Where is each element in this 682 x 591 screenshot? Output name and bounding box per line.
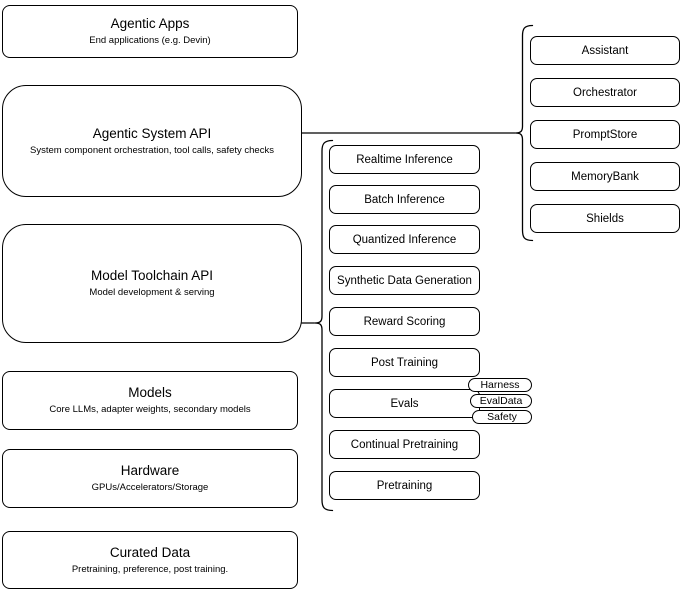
pill-safety: Safety xyxy=(472,410,532,424)
node-title: Curated Data xyxy=(109,544,191,560)
node-label: Shields xyxy=(586,212,624,225)
node-subtitle: Pretraining, preference, post training. xyxy=(71,563,229,575)
node-models: Models Core LLMs, adapter weights, secon… xyxy=(2,371,298,430)
node-title: Agentic Apps xyxy=(110,16,190,31)
node-realtime-inference: Realtime Inference xyxy=(329,145,480,174)
node-label: MemoryBank xyxy=(571,170,639,183)
node-agentic-system-api: Agentic System API System component orch… xyxy=(2,85,302,197)
node-label: Continual Pretraining xyxy=(350,438,459,451)
node-label: Realtime Inference xyxy=(356,153,453,166)
node-orchestrator: Orchestrator xyxy=(530,78,680,107)
node-title: Agentic System API xyxy=(92,125,212,141)
node-label: Reward Scoring xyxy=(363,315,446,328)
node-reward-scoring: Reward Scoring xyxy=(329,307,480,336)
node-subtitle: Model development & serving xyxy=(89,287,215,298)
node-shields: Shields xyxy=(530,204,680,233)
node-label: Post Training xyxy=(370,356,439,369)
node-label: Evals xyxy=(390,397,419,410)
node-continual-pretraining: Continual Pretraining xyxy=(329,430,480,459)
pill-label: Harness xyxy=(480,379,520,391)
node-model-toolchain-api: Model Toolchain API Model development & … xyxy=(2,224,302,343)
node-promptstore: PromptStore xyxy=(530,120,680,149)
node-curated-data: Curated Data Pretraining, preference, po… xyxy=(2,531,298,589)
node-memorybank: MemoryBank xyxy=(530,162,680,191)
pill-label: EvalData xyxy=(479,395,523,407)
node-subtitle: End applications (e.g. Devin) xyxy=(89,35,211,46)
node-title: Hardware xyxy=(120,463,180,478)
node-title: Models xyxy=(128,385,172,400)
node-label: Assistant xyxy=(581,44,629,57)
node-label: PromptStore xyxy=(572,128,638,141)
node-evals: Evals xyxy=(329,389,480,418)
node-subtitle: Core LLMs, adapter weights, secondary mo… xyxy=(49,404,251,415)
node-pretraining: Pretraining xyxy=(329,471,480,500)
pill-evaldata: EvalData xyxy=(470,394,532,408)
node-subtitle: System component orchestration, tool cal… xyxy=(30,144,274,156)
node-synthetic-data-generation: Synthetic Data Generation xyxy=(329,266,480,295)
node-subtitle: GPUs/Accelerators/Storage xyxy=(91,482,209,493)
node-label: Quantized Inference xyxy=(352,233,457,246)
pill-label: Safety xyxy=(487,411,517,423)
node-label: Orchestrator xyxy=(573,86,637,99)
node-label: Batch Inference xyxy=(364,193,445,206)
pill-harness: Harness xyxy=(468,378,532,392)
node-hardware: Hardware GPUs/Accelerators/Storage xyxy=(2,449,298,508)
node-title: Model Toolchain API xyxy=(90,268,214,283)
node-quantized-inference: Quantized Inference xyxy=(329,225,480,254)
node-batch-inference: Batch Inference xyxy=(329,185,480,214)
node-label: Pretraining xyxy=(376,479,433,492)
node-label: Synthetic Data Generation xyxy=(337,274,472,287)
node-assistant: Assistant xyxy=(530,36,680,65)
node-agentic-apps: Agentic Apps End applications (e.g. Devi… xyxy=(2,5,298,58)
node-post-training: Post Training xyxy=(329,348,480,377)
